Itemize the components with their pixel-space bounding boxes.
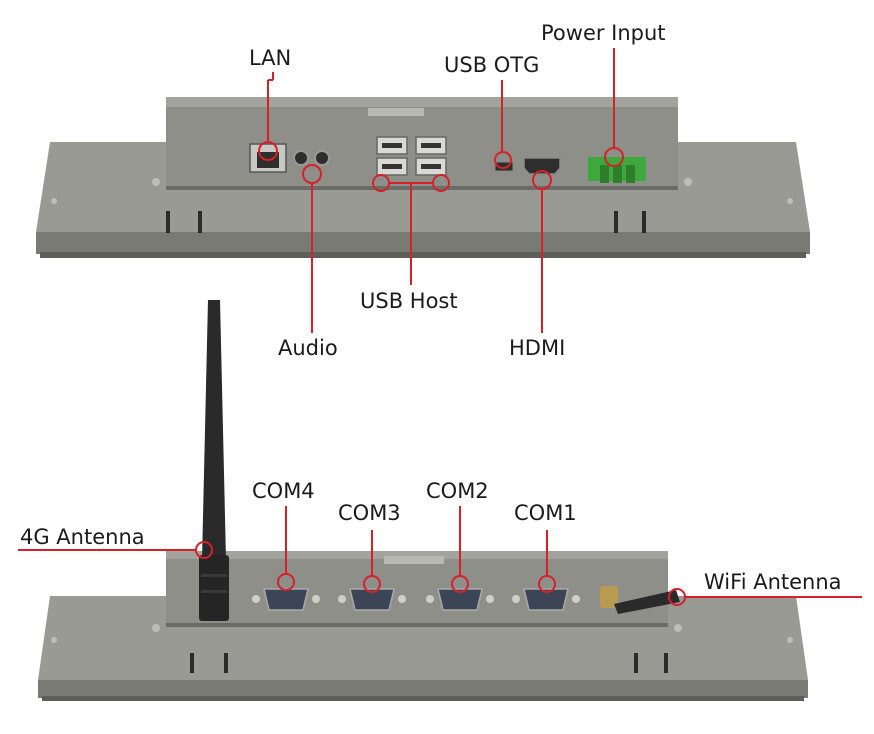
- antenna-wifi: [600, 586, 680, 614]
- usb-otg-marker: [494, 151, 512, 169]
- top-device-view: [36, 97, 810, 258]
- usb-host-ports: [376, 136, 447, 176]
- com1-marker: [538, 575, 556, 593]
- label-com1: COM1: [514, 501, 577, 525]
- com4-port: [252, 588, 320, 611]
- label-com3: COM3: [338, 501, 401, 525]
- label-usb-otg: USB OTG: [444, 53, 540, 77]
- label-power-input: Power Input: [541, 21, 666, 45]
- top-bezel-lip: [36, 232, 810, 254]
- label-lan: LAN: [249, 46, 292, 70]
- audio-jack-1: [293, 150, 309, 166]
- label-com4: COM4: [252, 479, 315, 503]
- bottom-bezel-lip: [38, 680, 808, 698]
- usb-otg-port: [494, 161, 514, 172]
- label-com2: COM2: [426, 479, 489, 503]
- com4-marker: [277, 573, 295, 591]
- antenna-4g-marker: [195, 541, 213, 559]
- audio-jack-2: [314, 150, 330, 166]
- antenna-4g: [199, 300, 229, 621]
- power-terminal: [588, 157, 646, 183]
- label-4g-antenna: 4G Antenna: [20, 525, 145, 549]
- power-marker: [604, 147, 624, 167]
- label-hdmi: HDMI: [509, 336, 566, 360]
- bottom-device-view: [38, 300, 808, 701]
- label-usb-host: USB Host: [360, 289, 458, 313]
- com3-marker: [363, 575, 381, 593]
- callouts: [18, 48, 862, 606]
- label-audio: Audio: [278, 336, 338, 360]
- com2-marker: [451, 575, 469, 593]
- hdmi-port: [523, 157, 561, 175]
- lan-marker: [258, 141, 278, 161]
- label-wifi-antenna: WiFi Antenna: [704, 570, 842, 594]
